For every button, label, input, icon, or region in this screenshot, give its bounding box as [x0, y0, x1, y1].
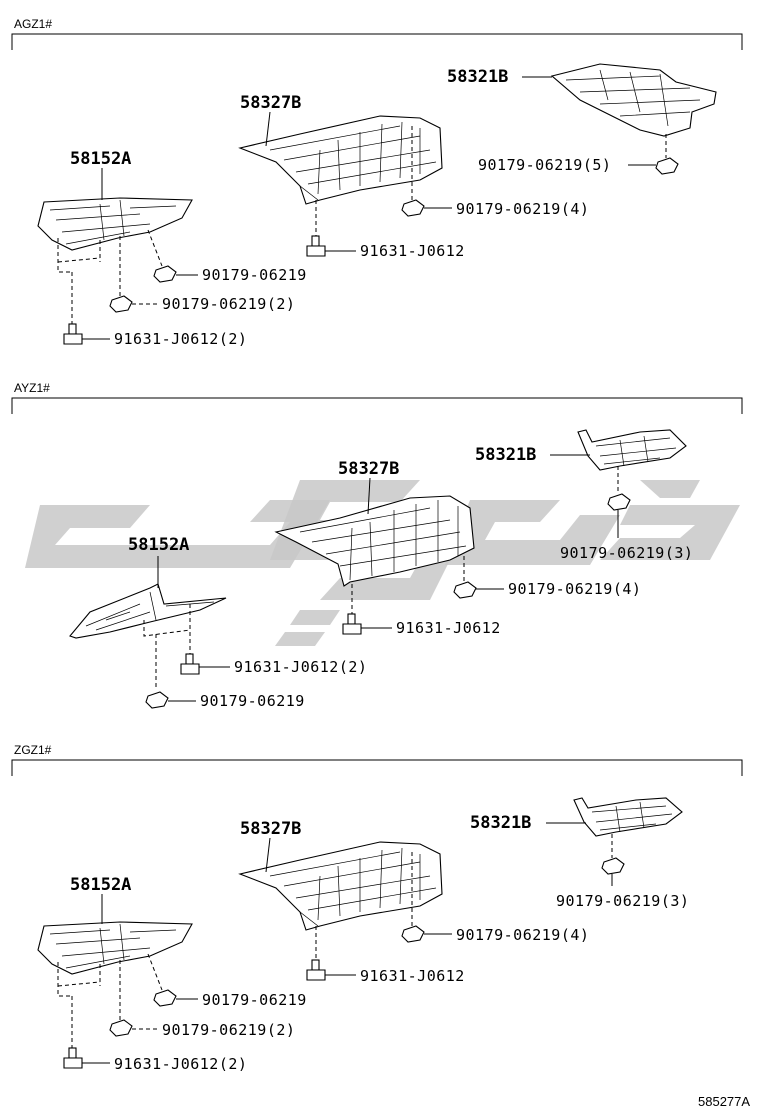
bolt-icon — [342, 613, 362, 635]
fastener-label[interactable]: 90179-06219(5) — [478, 156, 611, 174]
fastener-label[interactable]: 90179-06219(4) — [456, 200, 589, 218]
undercover-58321b — [577, 429, 687, 471]
part-label-58327b[interactable]: 58327B — [240, 819, 301, 839]
part-label-58152a[interactable]: 58152A — [70, 149, 131, 169]
section-agz1: AGZ1# 58152A 90179-06219 90179-06219(2) … — [11, 17, 743, 348]
undercover-58152a — [37, 197, 193, 328]
nut-icon — [109, 1019, 133, 1037]
fastener-label[interactable]: 90179-06219(2) — [162, 295, 295, 313]
fastener-label[interactable]: 90179-06219(2) — [162, 1021, 295, 1039]
fastener-label[interactable]: 91631-J0612(2) — [114, 1055, 247, 1073]
bolt-icon — [63, 1047, 83, 1069]
section-bracket — [11, 397, 743, 414]
nut-icon — [153, 265, 177, 283]
section-title: AYZ1# — [14, 381, 50, 395]
undercover-58327b — [274, 495, 475, 587]
section-ayz1: AYZ1# 58152A 91631-J0612(2) 90179-06219 … — [11, 381, 743, 710]
part-label-58327b[interactable]: 58327B — [240, 93, 301, 113]
fastener-label[interactable]: 91631-J0612(2) — [114, 330, 247, 348]
part-label-58321b[interactable]: 58321B — [447, 67, 508, 87]
nut-icon — [109, 295, 133, 313]
fastener-label[interactable]: 90179-06219 — [200, 692, 305, 710]
nut-icon — [153, 989, 177, 1007]
fastener-label[interactable]: 90179-06219(4) — [508, 580, 641, 598]
nut-icon — [145, 691, 169, 709]
bolt-icon — [63, 323, 83, 345]
nut-icon — [401, 199, 425, 217]
fastener-label[interactable]: 90179-06219 — [202, 266, 307, 284]
fastener-label[interactable]: 90179-06219 — [202, 991, 307, 1009]
part-label-58321b[interactable]: 58321B — [470, 813, 531, 833]
section-bracket — [11, 33, 743, 50]
undercover-58152a — [37, 921, 193, 1052]
undercover-58321b — [573, 797, 683, 837]
fastener-label[interactable]: 91631-J0612 — [396, 619, 501, 637]
nut-icon — [401, 925, 425, 943]
nut-icon — [607, 493, 631, 511]
diagram-code: 585277A — [698, 1094, 750, 1109]
undercover-58152a — [69, 583, 227, 690]
nut-icon — [453, 581, 477, 599]
undercover-58321b — [550, 63, 717, 137]
section-title: AGZ1# — [14, 17, 52, 31]
bolt-icon — [180, 653, 200, 675]
part-label-58327b[interactable]: 58327B — [338, 459, 399, 479]
section-zgz1: ZGZ1# 58152A 90179-06219 90179-06219(2) … — [11, 743, 743, 1073]
undercover-58327b — [238, 115, 443, 205]
section-bracket — [11, 759, 743, 776]
nut-icon — [655, 157, 679, 175]
fastener-label[interactable]: 91631-J0612(2) — [234, 658, 367, 676]
fastener-label[interactable]: 91631-J0612 — [360, 242, 465, 260]
fastener-label[interactable]: 90179-06219(4) — [456, 926, 589, 944]
part-label-58152a[interactable]: 58152A — [70, 875, 131, 895]
fastener-label[interactable]: 90179-06219(3) — [556, 892, 689, 910]
fastener-label[interactable]: 90179-06219(3) — [560, 544, 693, 562]
undercover-58327b — [238, 841, 443, 931]
part-label-58321b[interactable]: 58321B — [475, 445, 536, 465]
part-label-58152a[interactable]: 58152A — [128, 535, 189, 555]
bolt-icon — [306, 959, 326, 981]
fastener-label[interactable]: 91631-J0612 — [360, 967, 465, 985]
nut-icon — [601, 857, 625, 875]
section-title: ZGZ1# — [14, 743, 52, 757]
bolt-icon — [306, 235, 326, 257]
